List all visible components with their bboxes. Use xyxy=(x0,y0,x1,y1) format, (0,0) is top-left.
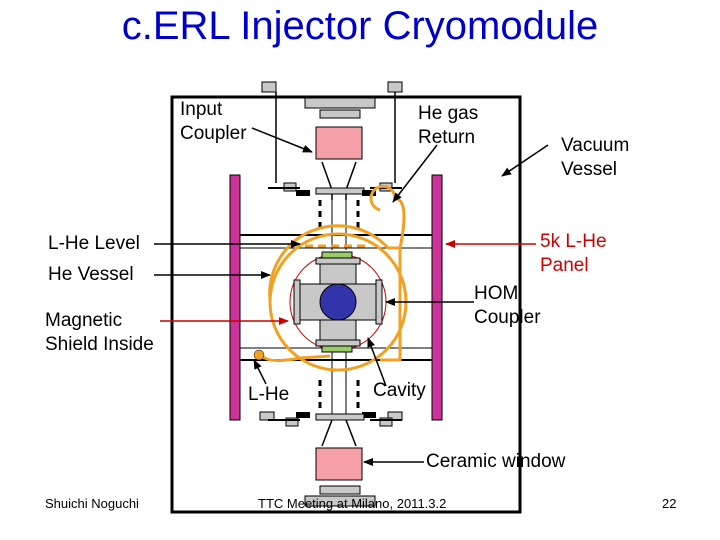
input-coupler-arrow xyxy=(251,127,313,153)
footer-author: Shuichi Noguchi xyxy=(45,496,139,511)
top-flange-plate-2 xyxy=(319,109,361,119)
he-gas-return-pipe xyxy=(369,184,406,249)
lhe-label: L-He xyxy=(248,384,290,405)
vacuum-vessel-label: Vacuum Vessel xyxy=(561,135,630,180)
magnetic-shield-label: Magnetic Shield Inside xyxy=(45,310,154,355)
page-title: c.ERL Injector Cryomodule xyxy=(121,4,599,48)
hom-coupler-top xyxy=(321,251,353,259)
ceramic-window-label: Ceramic window xyxy=(426,451,566,472)
lhe-arrow xyxy=(253,359,267,385)
he-vessel-label: He Vessel xyxy=(48,264,134,285)
top-flanges xyxy=(259,81,403,427)
top-flange-plate xyxy=(304,97,376,109)
input-coupler-label: Input Coupler xyxy=(180,99,247,144)
hom-coupler-label: HOM Coupler xyxy=(474,283,541,328)
vacuum-vessel-arrow xyxy=(501,144,549,177)
lhe-level-label: L-He Level xyxy=(48,233,140,254)
he-gas-return-arrow xyxy=(392,144,438,203)
hom-coupler-bottom xyxy=(321,345,353,353)
cavity-arrow xyxy=(367,337,387,387)
lhe-supply-cap xyxy=(253,349,265,361)
he-gas-return-label: He gas Return xyxy=(418,103,479,148)
vacuum-vessel-right-wall xyxy=(431,174,443,421)
cavity-cell xyxy=(319,283,357,321)
footer-page-number: 22 xyxy=(662,496,677,511)
input-coupler-body xyxy=(315,126,363,160)
lhe-supply-pipe xyxy=(260,354,331,363)
cavity-label: Cavity xyxy=(373,380,426,401)
cryostat-frame xyxy=(170,95,522,514)
vacuum-vessel-left-wall xyxy=(229,174,241,421)
he-vessel-outer xyxy=(268,224,402,362)
lhe-panel-label: 5k L-He Panel xyxy=(540,231,607,276)
ceramic-window-body xyxy=(315,447,363,481)
footer-meeting: TTC Meeting at Milano, 2011.3.2 xyxy=(258,496,447,511)
